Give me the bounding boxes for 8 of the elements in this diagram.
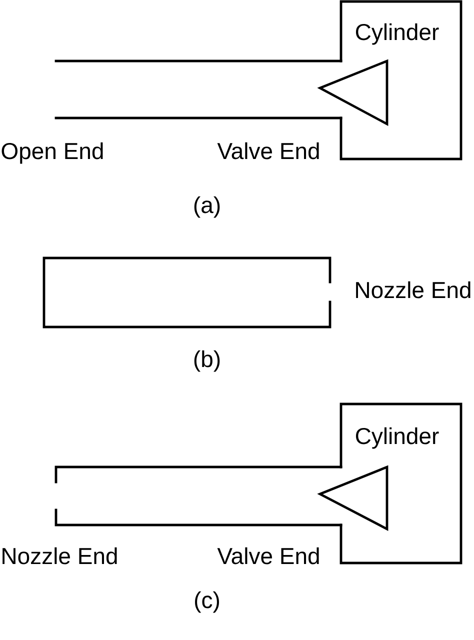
panel-label: (b): [194, 350, 220, 372]
end-label: Nozzle End: [356, 281, 470, 298]
end-label: Nozzle End: [2, 547, 117, 564]
panel-label: (c): [195, 591, 219, 613]
cylinder-box: Cylinder: [340, 0, 462, 160]
panel-label: (a): [194, 196, 220, 218]
cylinder-box: Cylinder: [340, 402, 462, 564]
end-label: Open End: [2, 142, 103, 164]
